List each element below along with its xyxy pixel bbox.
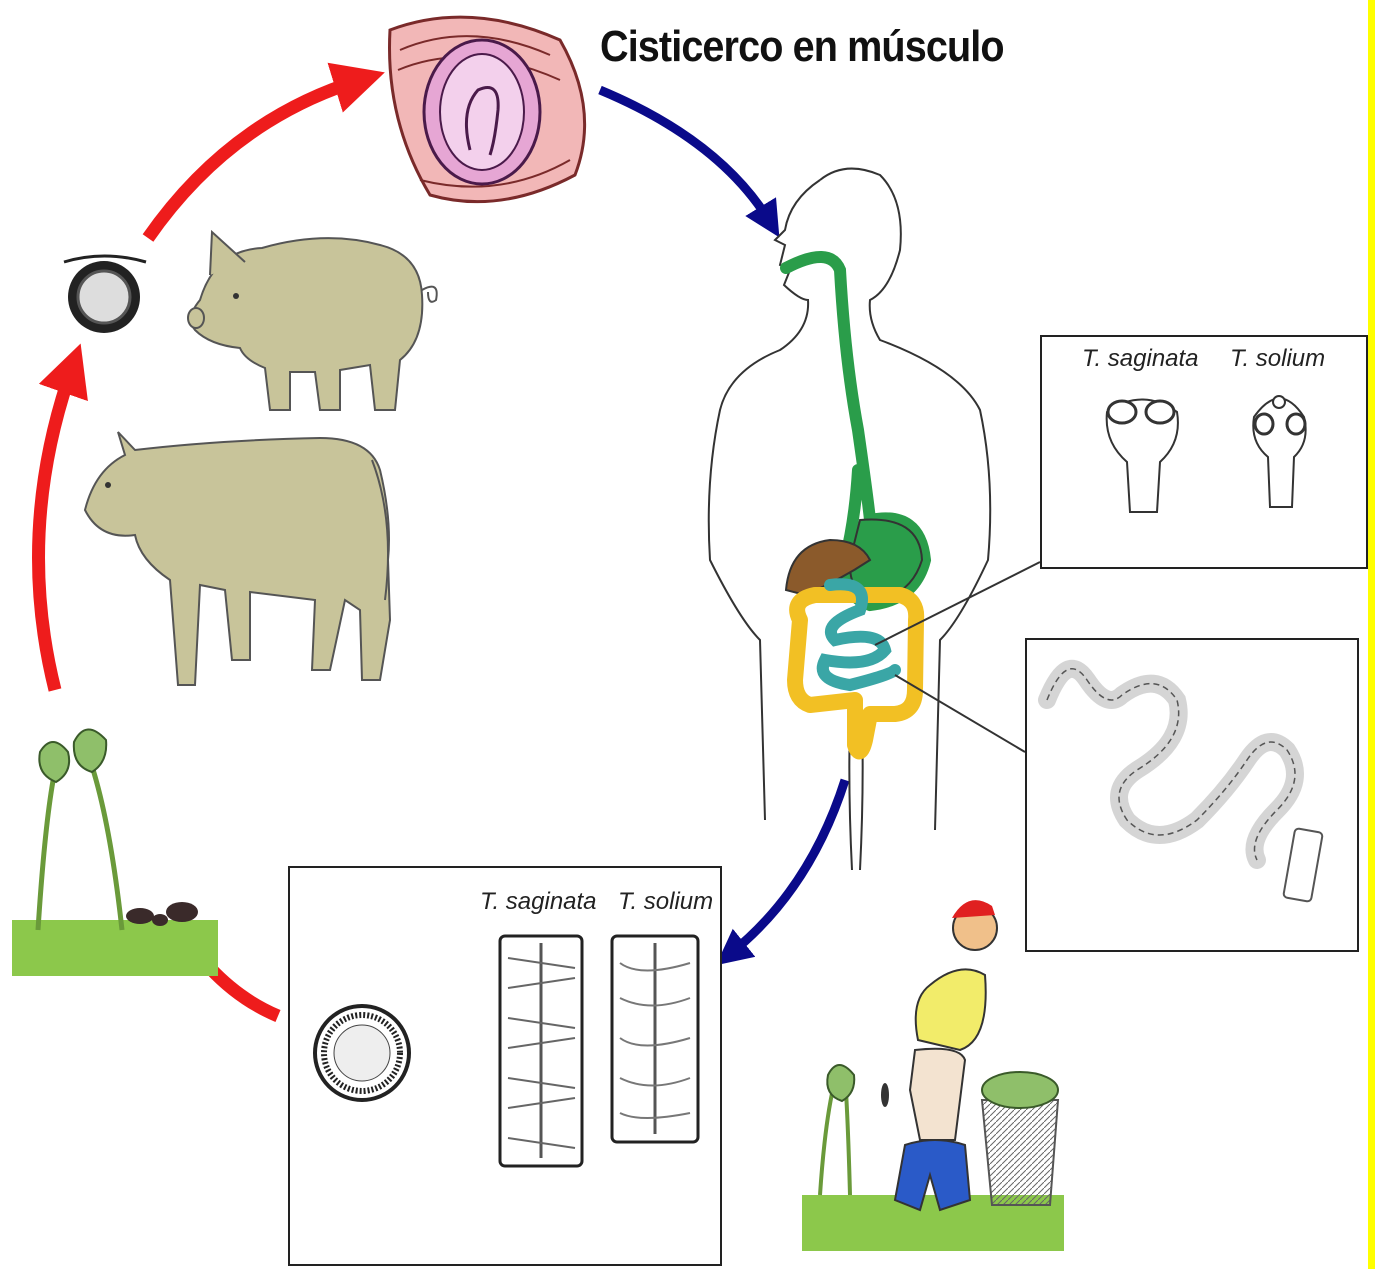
cysticercus-in-muscle-illustration [390,17,585,202]
adult-tapeworm-box [1025,638,1359,952]
taenia-egg-icon [64,256,146,333]
blue-arrow-cysticercus-to-human [600,90,770,222]
pig-icon [188,232,437,410]
person-defecating-illustration [802,900,1064,1251]
yellow-border-strip [1368,0,1375,1269]
red-arrow-grass-to-egg [39,368,72,690]
t-saginata-scolex-icon [1107,400,1178,513]
red-arrow-egg-to-cysticercus [148,80,360,238]
egg-proglottid-drawings [290,868,720,1264]
red-arrow-eggs-to-grass [210,968,278,1016]
t-solium-proglottid-icon [612,936,698,1142]
scolex-label-t-saginata: T. saginata [1082,345,1199,373]
t-saginata-proglottid-icon [500,936,582,1166]
cow-icon [85,432,390,685]
taenia-egg-detail-icon [315,1006,409,1100]
blue-arrow-human-to-proglottids [730,780,845,954]
diagram-title: Cisticerco en músculo [600,22,1004,72]
scolex-label-t-solium: T. solium [1230,345,1325,373]
scolex-comparison-box: T. saginata T. solium [1040,335,1368,569]
tapeworm-strobila-drawing [1027,640,1357,950]
grass-with-eggs-illustration [12,729,218,976]
human-body-digestive-tract [709,169,990,870]
egg-and-proglottid-box: T. saginata T. solium [288,866,722,1266]
scolex-drawings [1042,382,1362,562]
t-solium-scolex-icon [1253,396,1305,507]
